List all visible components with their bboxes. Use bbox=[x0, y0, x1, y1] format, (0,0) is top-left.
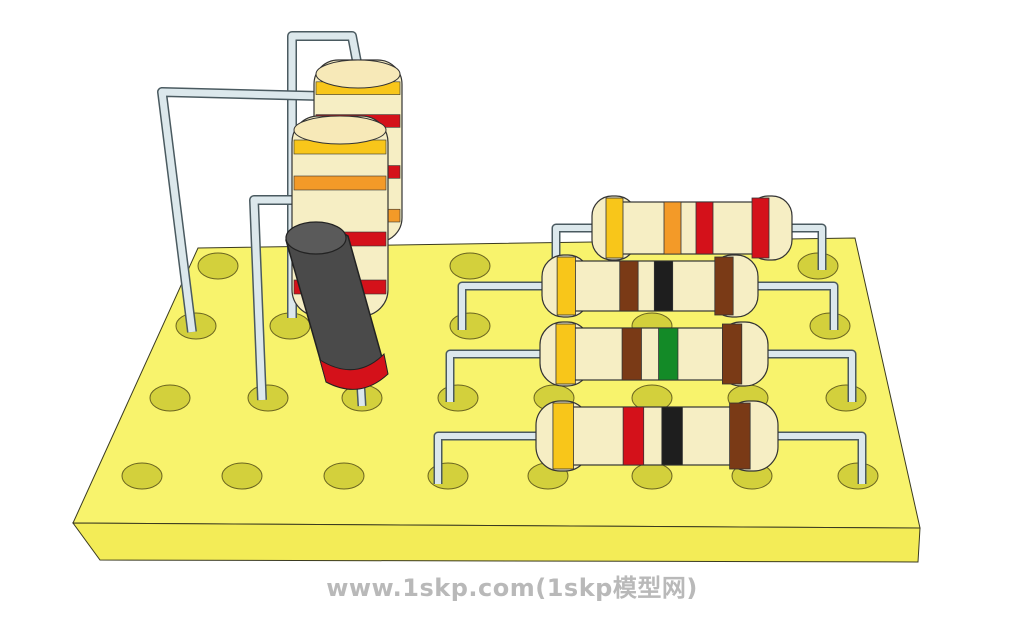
board-hole bbox=[247, 384, 289, 412]
resistor-band bbox=[619, 260, 639, 312]
resistor-band bbox=[695, 201, 714, 255]
resistor-body bbox=[617, 201, 767, 255]
board-hole bbox=[825, 384, 867, 412]
standing-resistors bbox=[291, 59, 403, 317]
resistor-row-2 bbox=[445, 321, 857, 402]
board-hole bbox=[221, 462, 263, 490]
board-hole bbox=[121, 462, 163, 490]
resistor-body bbox=[567, 406, 747, 466]
resistor-band bbox=[555, 323, 576, 385]
resistor-band bbox=[663, 201, 682, 255]
board-hole bbox=[631, 462, 673, 490]
resistor-band bbox=[293, 175, 387, 191]
resistor-band bbox=[661, 406, 683, 466]
horizontal-resistors bbox=[433, 195, 867, 484]
resistor-band bbox=[714, 256, 734, 316]
board-front bbox=[72, 522, 921, 563]
resistor-band bbox=[605, 197, 624, 259]
resistor-body bbox=[569, 260, 731, 312]
capacitor-band bbox=[319, 352, 389, 390]
resistor-band bbox=[658, 327, 679, 381]
watermark: www.1skp.com(1skp模型网) bbox=[326, 574, 698, 602]
resistor-band bbox=[621, 327, 642, 381]
resistor-row-1 bbox=[457, 254, 839, 330]
board-hole bbox=[323, 462, 365, 490]
resistor-band bbox=[722, 323, 743, 385]
resistor-endcap bbox=[293, 115, 387, 145]
board-hole bbox=[449, 252, 491, 280]
board-hole bbox=[449, 312, 491, 340]
capacitor bbox=[285, 221, 389, 407]
board-hole bbox=[197, 252, 239, 280]
resistor-band bbox=[729, 402, 751, 470]
resistor-band bbox=[622, 406, 645, 466]
resistor-band bbox=[653, 260, 674, 312]
resistor-body bbox=[569, 327, 739, 381]
resistor-band bbox=[556, 256, 576, 316]
resistor-row-3 bbox=[433, 400, 867, 484]
board-hole bbox=[149, 384, 191, 412]
resistor-band bbox=[751, 197, 770, 259]
board-hole bbox=[437, 384, 479, 412]
resistor-endcap bbox=[315, 59, 401, 89]
resistor-band bbox=[552, 402, 574, 470]
